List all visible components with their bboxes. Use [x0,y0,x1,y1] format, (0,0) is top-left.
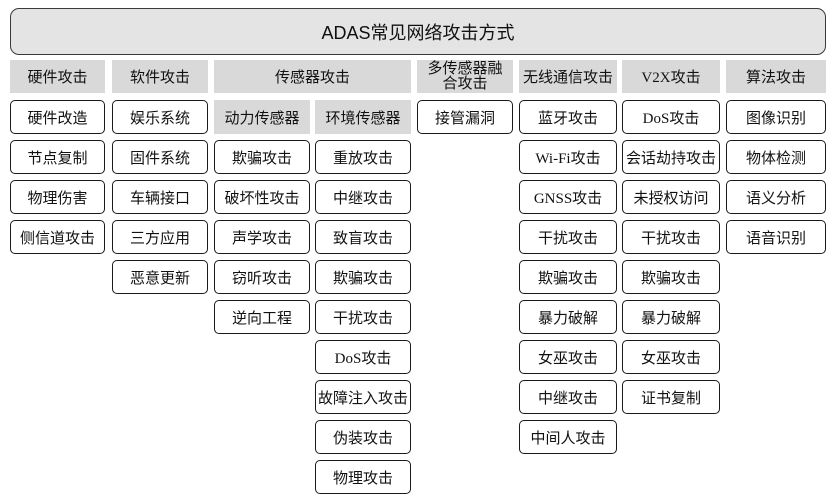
subcategory-header-power-sensor: 动力传感器 [214,100,310,134]
software-attack-item: 车辆接口 [112,180,208,214]
environment-sensor-attack-item: DoS攻击 [315,340,411,374]
power-sensor-attack-item: 破坏性攻击 [214,180,310,214]
software-attack-item: 三方应用 [112,220,208,254]
environment-sensor-attack-item: 干扰攻击 [315,300,411,334]
v2x-attack-item: 证书复制 [622,380,720,414]
environment-sensor-attack-item: 伪装攻击 [315,420,411,454]
algorithm-attack-item: 语义分析 [726,180,826,214]
column-software: 娱乐系统 固件系统 车辆接口 三方应用 恶意更新 [112,100,208,294]
column-algorithm: 图像识别 物体检测 语义分析 语音识别 [726,100,826,254]
column-hardware: 硬件改造 节点复制 物理伤害 侧信道攻击 [10,100,105,254]
power-sensor-attack-item: 窃听攻击 [214,260,310,294]
software-attack-item: 娱乐系统 [112,100,208,134]
v2x-attack-item: 女巫攻击 [622,340,720,374]
algorithm-attack-item: 语音识别 [726,220,826,254]
environment-sensor-attack-item: 欺骗攻击 [315,260,411,294]
wireless-attack-item: 暴力破解 [519,300,617,334]
v2x-attack-item: 暴力破解 [622,300,720,334]
environment-sensor-attack-item: 物理攻击 [315,460,411,494]
environment-sensor-attack-item: 中继攻击 [315,180,411,214]
category-header-software: 软件攻击 [112,60,208,93]
subcategory-header-environment-sensor: 环境传感器 [315,100,411,134]
environment-sensor-attack-item: 故障注入攻击 [315,380,411,414]
wireless-attack-item: 中间人攻击 [519,420,617,454]
column-multi-sensor-fusion: 接管漏洞 [417,100,513,134]
wireless-attack-item: 中继攻击 [519,380,617,414]
power-sensor-attack-item: 欺骗攻击 [214,140,310,174]
v2x-attack-item: 欺骗攻击 [622,260,720,294]
category-header-algorithm: 算法攻击 [726,60,826,93]
diagram-title: ADAS常见网络攻击方式 [10,8,826,55]
wireless-attack-item: 欺骗攻击 [519,260,617,294]
category-header-multi-sensor-fusion: 多传感器融合攻击 [417,60,513,93]
column-power-sensor: 动力传感器 欺骗攻击 破坏性攻击 声学攻击 窃听攻击 逆向工程 [214,100,310,334]
hardware-attack-item: 硬件改造 [10,100,105,134]
hardware-attack-item: 节点复制 [10,140,105,174]
category-header-sensor: 传感器攻击 [214,60,411,93]
environment-sensor-attack-item: 致盲攻击 [315,220,411,254]
multi-sensor-fusion-attack-item: 接管漏洞 [417,100,513,134]
power-sensor-attack-item: 逆向工程 [214,300,310,334]
category-header-hardware: 硬件攻击 [10,60,105,93]
column-wireless: 蓝牙攻击 Wi-Fi攻击 GNSS攻击 干扰攻击 欺骗攻击 暴力破解 女巫攻击 … [519,100,617,454]
software-attack-item: 固件系统 [112,140,208,174]
v2x-attack-item: 干扰攻击 [622,220,720,254]
environment-sensor-attack-item: 重放攻击 [315,140,411,174]
algorithm-attack-item: 物体检测 [726,140,826,174]
wireless-attack-item: GNSS攻击 [519,180,617,214]
column-environment-sensor: 环境传感器 重放攻击 中继攻击 致盲攻击 欺骗攻击 干扰攻击 DoS攻击 故障注… [315,100,411,494]
wireless-attack-item: 女巫攻击 [519,340,617,374]
category-header-v2x: V2X攻击 [622,60,720,93]
v2x-attack-item: 未授权访问 [622,180,720,214]
wireless-attack-item: 干扰攻击 [519,220,617,254]
v2x-attack-item: 会话劫持攻击 [622,140,720,174]
power-sensor-attack-item: 声学攻击 [214,220,310,254]
category-header-wireless: 无线通信攻击 [519,60,617,93]
algorithm-attack-item: 图像识别 [726,100,826,134]
column-v2x: DoS攻击 会话劫持攻击 未授权访问 干扰攻击 欺骗攻击 暴力破解 女巫攻击 证… [622,100,720,414]
v2x-attack-item: DoS攻击 [622,100,720,134]
hardware-attack-item: 物理伤害 [10,180,105,214]
wireless-attack-item: Wi-Fi攻击 [519,140,617,174]
hardware-attack-item: 侧信道攻击 [10,220,105,254]
wireless-attack-item: 蓝牙攻击 [519,100,617,134]
software-attack-item: 恶意更新 [112,260,208,294]
